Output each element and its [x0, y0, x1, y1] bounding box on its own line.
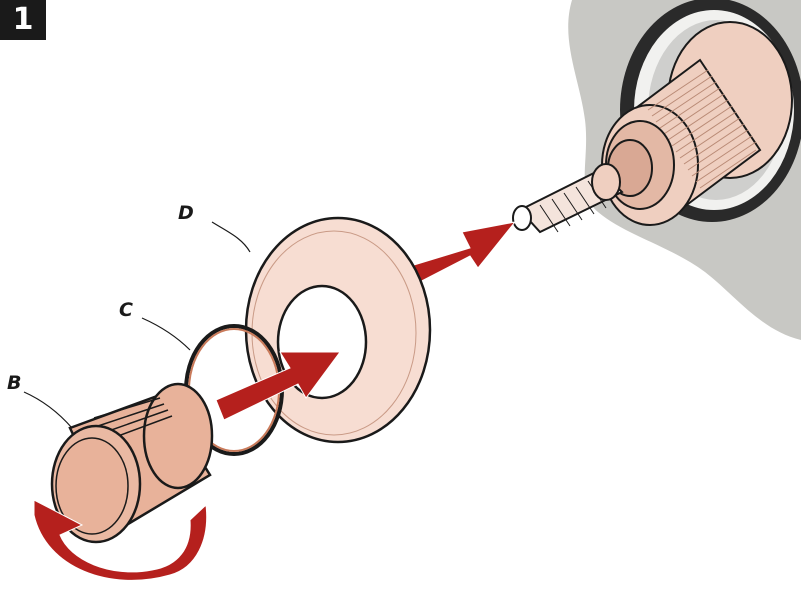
rotate-arrow — [33, 499, 208, 581]
step-number-badge: 1 — [0, 0, 46, 40]
callout-c: C — [119, 299, 133, 321]
callout-b: B — [7, 372, 21, 394]
flange-d — [244, 216, 432, 444]
cap-b — [50, 382, 214, 544]
assembly-arrow-upper — [403, 221, 517, 287]
leader-lines — [23, 221, 251, 429]
assembly-arrow-center — [215, 351, 341, 421]
valve-body — [601, 21, 793, 226]
valve-stem — [512, 163, 624, 234]
callout-d: D — [178, 202, 194, 224]
